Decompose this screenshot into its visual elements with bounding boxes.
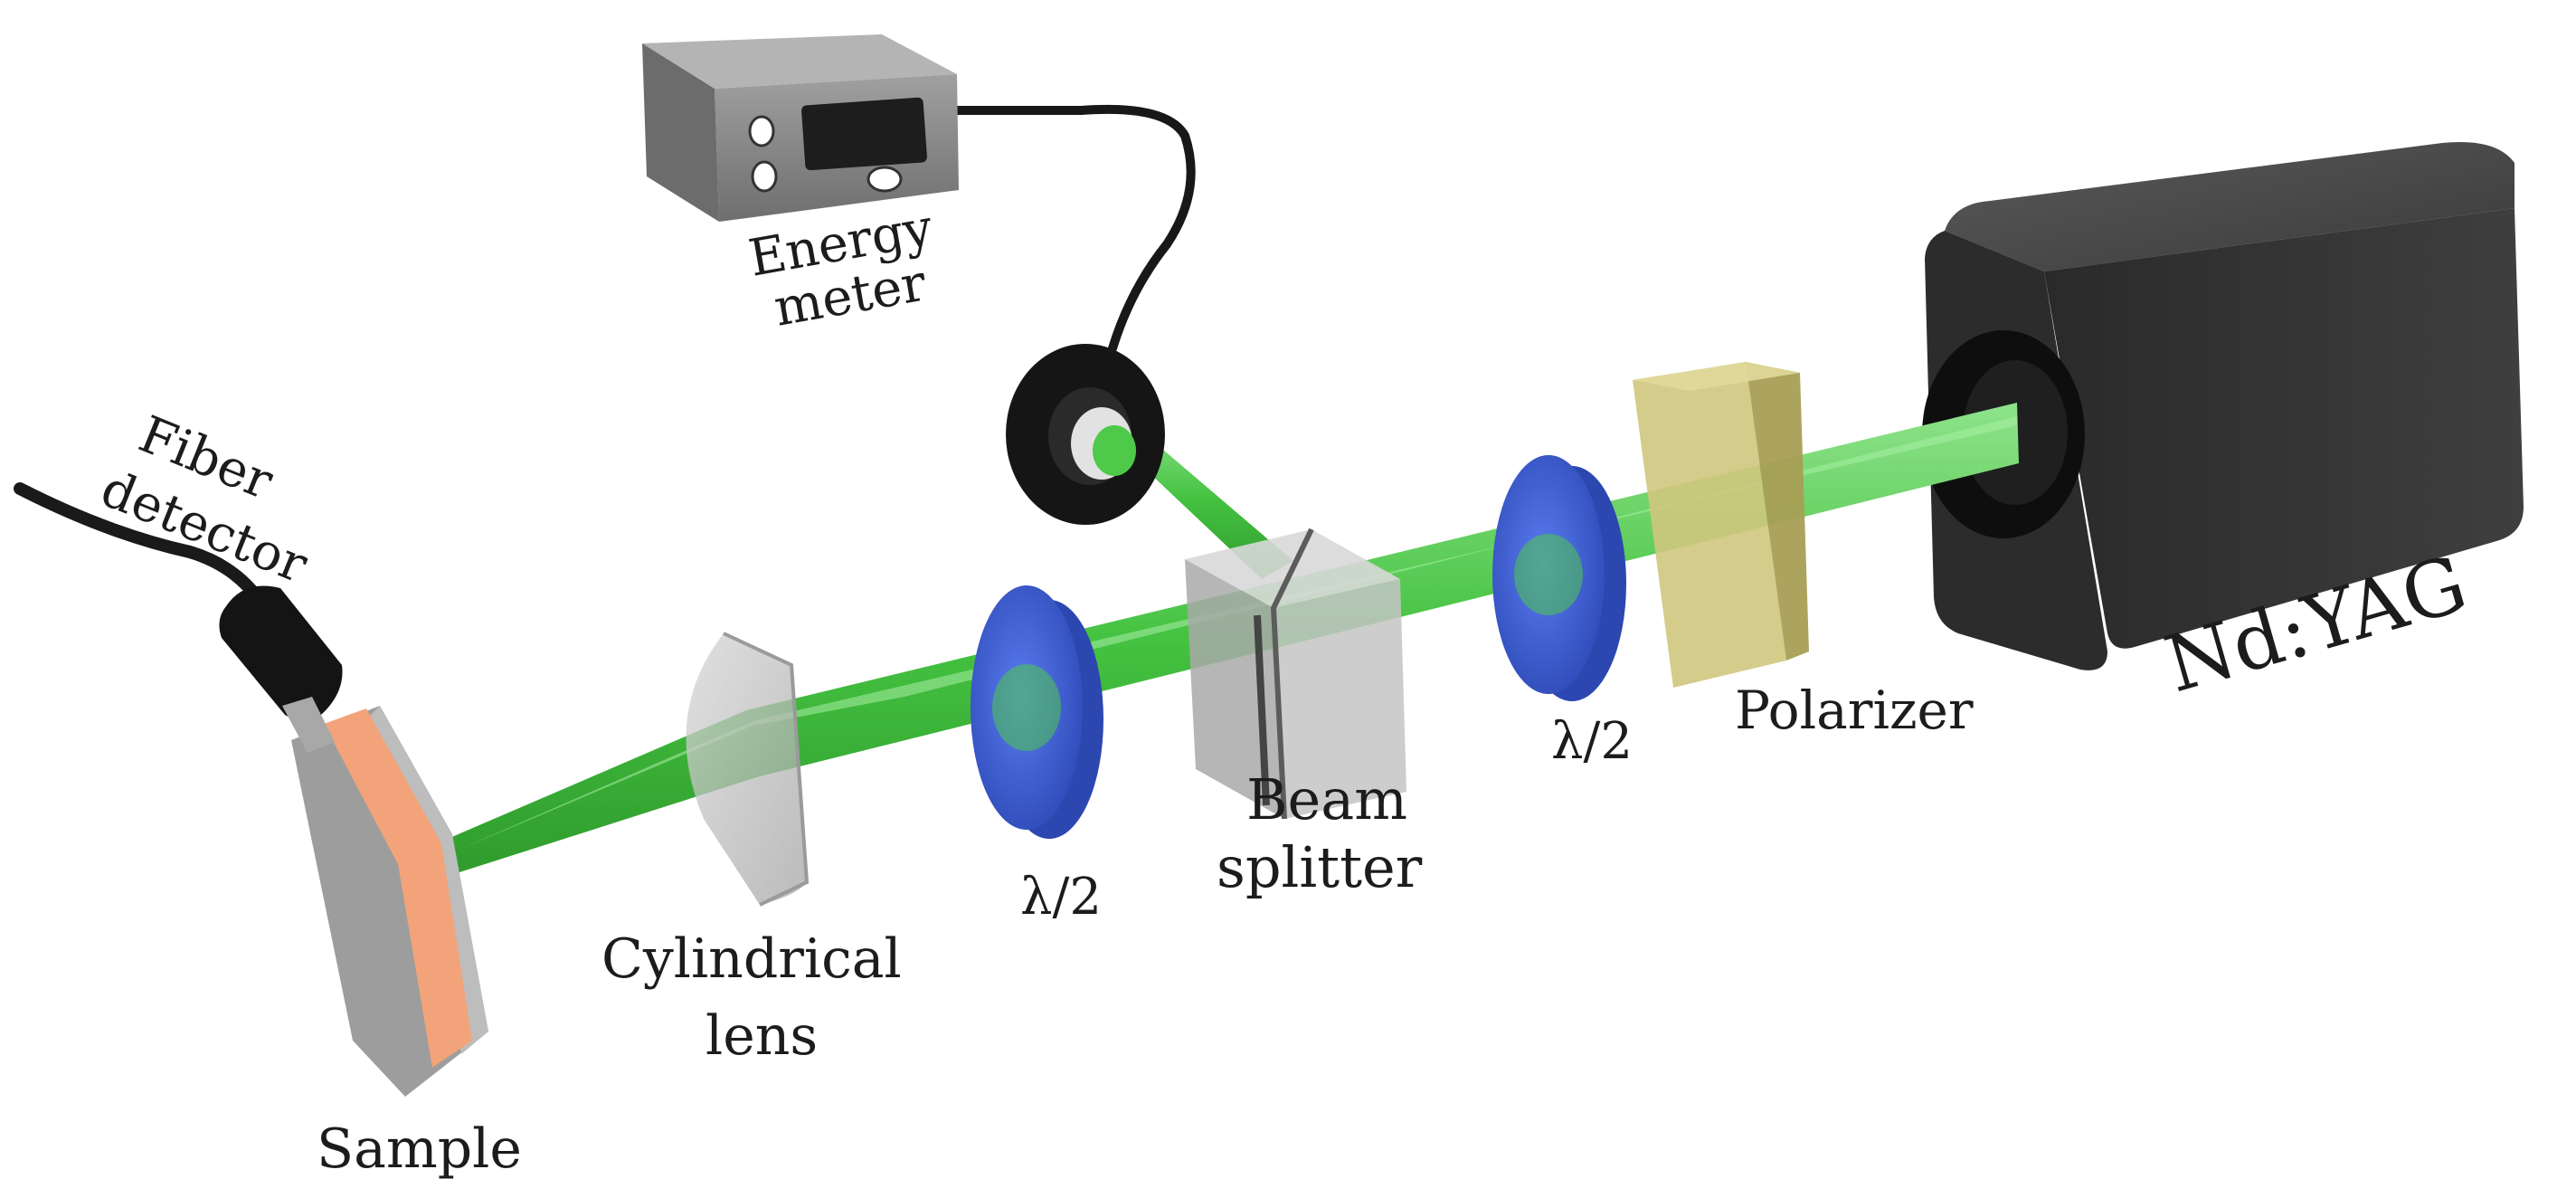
beam-splitter: [1185, 528, 1406, 820]
beam-splitter-label-line2: splitter: [1217, 834, 1423, 900]
fiber-cable: [14, 482, 267, 608]
cylindrical-lens-label-line2: lens: [706, 1004, 818, 1068]
laser-top-face: [1945, 141, 2514, 271]
cylindrical-lens-label-line1: Cylindrical: [601, 927, 902, 991]
halfwave-plate-1: [971, 585, 1103, 839]
main-beam-highlight: [457, 416, 2017, 851]
energy-meter-button-bottom[interactable]: [751, 160, 778, 193]
energy-meter-button-top[interactable]: [748, 115, 775, 147]
polarizer-label: Polarizer: [1735, 680, 1974, 741]
halfwave-plate-2-label: λ/2: [1551, 712, 1633, 771]
polarizer: [1633, 362, 1809, 688]
beam-splitter-label-line1: Beam: [1246, 766, 1407, 832]
photodiode-icon: [1006, 344, 1165, 525]
energy-meter-button-right[interactable]: [867, 166, 903, 193]
fiber-detector-icon: [14, 482, 343, 753]
energy-meter-display: [801, 97, 927, 171]
halfwave-plate-1-label: λ/2: [1020, 868, 1102, 927]
sample-holder: [291, 706, 488, 1097]
laser-side-face: [2044, 208, 2524, 649]
sample-label: Sample: [317, 1117, 522, 1181]
cylindrical-lens: [686, 632, 810, 907]
halfwave-plate-2: [1492, 455, 1626, 701]
energy-meter-icon: [642, 34, 959, 222]
energy-meter-cable: [950, 104, 1196, 353]
sample-film: [324, 708, 472, 1068]
